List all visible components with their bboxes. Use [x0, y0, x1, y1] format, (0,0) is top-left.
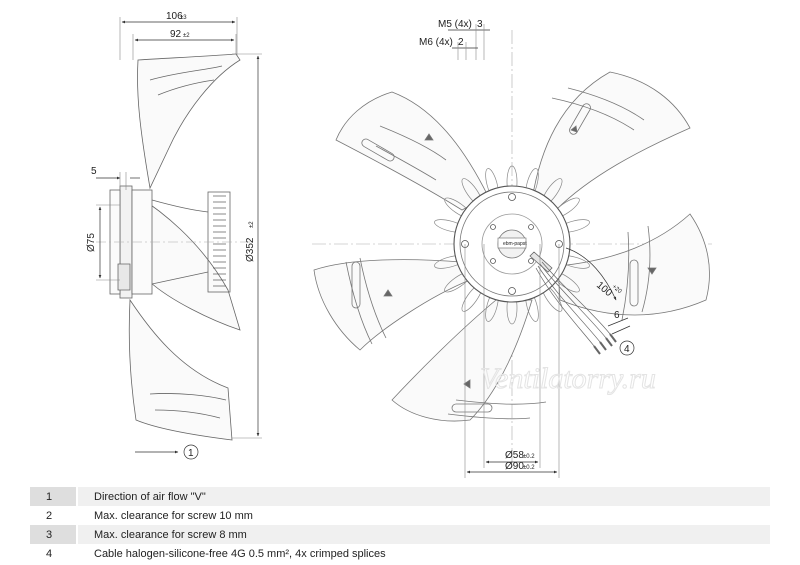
- screw-m6-label: M6 (4x): [419, 37, 453, 48]
- watermark: Ventilatorry.ru: [480, 362, 656, 395]
- callout-circle-4: [619, 340, 635, 356]
- dim-outer-diameter-tol: ±2: [249, 221, 255, 228]
- dim-outer-diameter: Ø352: [245, 237, 256, 262]
- callout-3-label: 3: [477, 19, 483, 30]
- dim-bolt-circle-outer: Ø90: [505, 461, 524, 472]
- blade-4: [391, 299, 547, 422]
- dim-bolt-circle-outer-tol: ±0.2: [523, 465, 535, 471]
- dim-flange: 5: [91, 166, 97, 177]
- notes-table: 1 Direction of air flow "V" 2 Max. clear…: [30, 487, 770, 563]
- note-text: Max. clearance for screw 10 mm: [77, 506, 770, 525]
- dim-overall-depth-tol: ±3: [180, 15, 187, 21]
- blade-1: [335, 91, 489, 211]
- dim-blade-depth-tol: ±2: [183, 33, 190, 39]
- dim-overall-depth: 106: [166, 11, 183, 22]
- cable-bundle: [535, 261, 617, 355]
- table-row: 2 Max. clearance for screw 10 mm: [30, 506, 770, 525]
- note-text: Cable halogen-silicone-free 4G 0.5 mm², …: [77, 544, 770, 563]
- dim-cable-end-label: 6: [614, 310, 620, 321]
- callout-1-label: 1: [188, 448, 194, 459]
- side-view: [96, 17, 262, 460]
- dim-bolt-circle-inner-tol: ±0.2: [523, 454, 535, 460]
- fan-technical-drawing: 106 ±3 92 ±2 5 Ø75 Ø352 ±2 1: [86, 11, 712, 478]
- callout-2-label: 2: [458, 37, 464, 48]
- note-number: 2: [30, 506, 78, 525]
- hub-brand-label: ebm-papst: [503, 241, 527, 247]
- cable-length-tol: +20: [611, 284, 623, 296]
- note-text: Max. clearance for screw 8 mm: [77, 525, 770, 544]
- table-row: 1 Direction of air flow "V": [30, 487, 770, 506]
- table-row: 4 Cable halogen-silicone-free 4G 0.5 mm²…: [30, 544, 770, 563]
- note-number: 3: [30, 525, 78, 544]
- note-number: 1: [30, 487, 78, 506]
- note-number: 4: [30, 544, 78, 563]
- dim-blade-depth: 92: [170, 29, 182, 40]
- blade-2: [531, 71, 691, 211]
- side-view-labels: 106 ±3 92 ±2 5 Ø75 Ø352 ±2 1: [86, 11, 256, 459]
- callout-circle-1: [183, 444, 199, 460]
- screw-m5-label: M5 (4x): [438, 19, 472, 30]
- blade-3: [557, 213, 710, 321]
- dim-hub-diameter: Ø75: [86, 233, 97, 252]
- blade-5: [313, 257, 471, 351]
- dim-bolt-circle-inner: Ø58: [505, 450, 524, 461]
- callout-4-label: 4: [624, 344, 630, 355]
- note-text: Direction of air flow "V": [77, 487, 770, 506]
- table-row: 3 Max. clearance for screw 8 mm: [30, 525, 770, 544]
- front-view: [312, 24, 712, 478]
- front-view-labels: M5 (4x) 3 M6 (4x) 2 ebm-papst 100 +20 6 …: [419, 19, 630, 472]
